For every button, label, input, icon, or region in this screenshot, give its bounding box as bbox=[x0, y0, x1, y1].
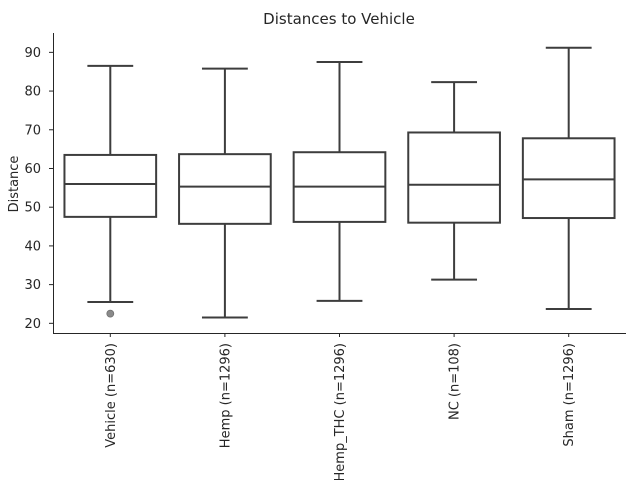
y-tick-label: 20 bbox=[24, 317, 41, 332]
y-tick-label: 70 bbox=[24, 123, 41, 138]
y-tick-label: 40 bbox=[24, 239, 41, 254]
chart-title: Distances to Vehicle bbox=[263, 10, 415, 28]
x-tick-label: Hemp_THC (n=1296) bbox=[333, 343, 348, 480]
x-tick-labels: Vehicle (n=630) Hemp (n=1296) Hemp_THC (n=… bbox=[104, 333, 577, 480]
y-axis-label: Distance bbox=[7, 156, 22, 213]
y-tick-label: 80 bbox=[24, 85, 41, 100]
y-tick-labels: 20 30 40 50 60 70 80 90 bbox=[24, 46, 53, 332]
y-tick-label: 60 bbox=[24, 162, 41, 177]
outlier-point bbox=[106, 309, 115, 318]
iqr-box bbox=[407, 131, 501, 224]
x-tick-label: NC (n=108) bbox=[448, 343, 463, 420]
iqr-box bbox=[63, 153, 158, 218]
x-tick-label: Vehicle (n=630) bbox=[104, 343, 119, 448]
y-tick-label: 90 bbox=[24, 46, 41, 61]
boxes-group bbox=[63, 46, 616, 319]
y-tick-label: 50 bbox=[24, 201, 41, 216]
iqr-box bbox=[178, 153, 272, 225]
y-tick-label: 30 bbox=[24, 278, 41, 293]
x-tick-label: Hemp (n=1296) bbox=[218, 343, 233, 448]
iqr-box bbox=[521, 137, 616, 220]
x-tick-label: Sham (n=1296) bbox=[562, 343, 577, 447]
